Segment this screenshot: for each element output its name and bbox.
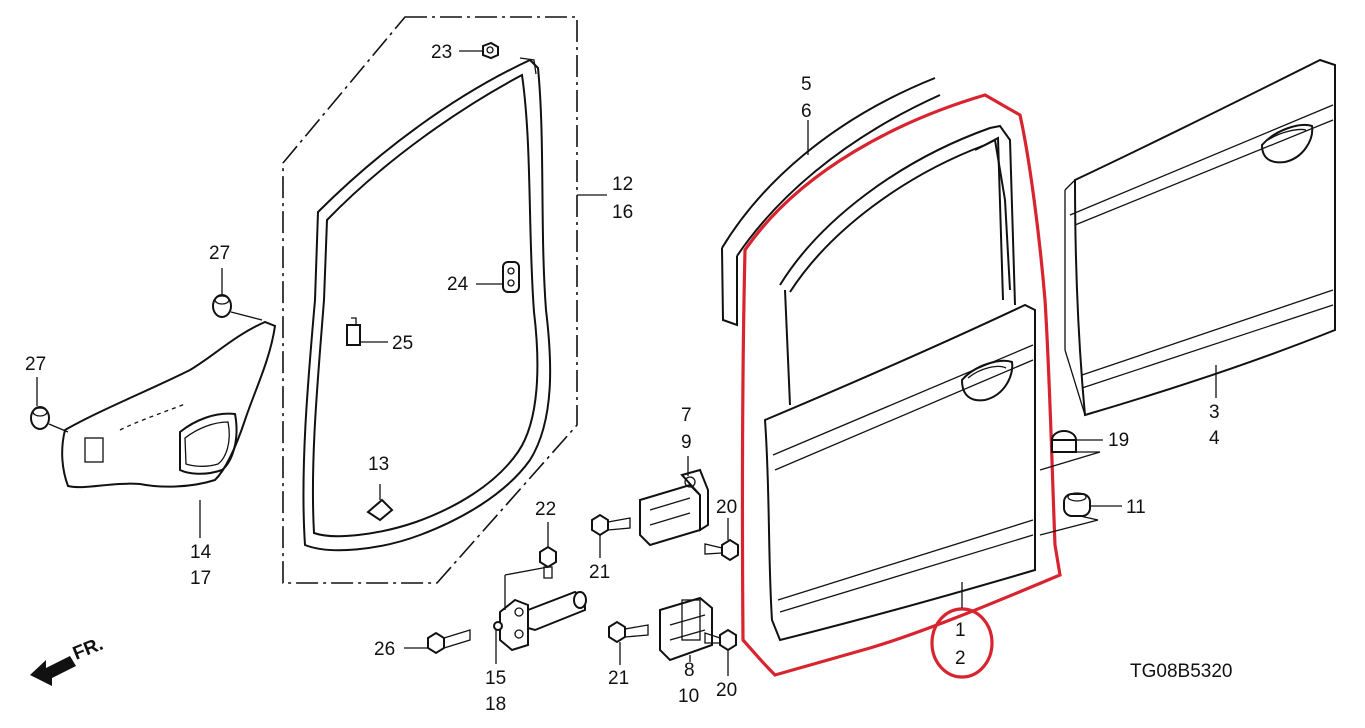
bolt-21-upper[interactable] <box>591 513 631 537</box>
part-number-20-lower: 20 <box>716 680 737 701</box>
part-number-2: 2 <box>955 648 966 669</box>
bolt-22[interactable] <box>539 545 557 579</box>
part-number-7: 7 <box>681 405 692 426</box>
lower-hinge[interactable] <box>659 596 713 662</box>
door-panel[interactable] <box>763 124 1036 642</box>
part-number-21-lower: 21 <box>608 668 629 689</box>
door-checker[interactable] <box>493 590 587 652</box>
part-number-highlight-circle <box>930 607 994 679</box>
part-number-18: 18 <box>485 694 506 715</box>
part-number-11: 11 <box>1126 497 1146 518</box>
upper-hinge[interactable] <box>639 468 709 547</box>
part-number-20-upper: 20 <box>716 497 737 518</box>
part-number-8: 8 <box>684 660 695 681</box>
part-number-14: 14 <box>190 542 212 563</box>
grommet-27-upper[interactable] <box>212 294 232 318</box>
part-number-21-upper: 21 <box>589 562 610 583</box>
part-number-27-lower: 27 <box>25 354 46 375</box>
part-number-4: 4 <box>1209 428 1220 449</box>
part-number-17: 17 <box>190 568 211 589</box>
part-number-13: 13 <box>368 454 389 475</box>
part-number-6: 6 <box>801 101 812 122</box>
bolt-20-lower[interactable] <box>704 628 737 652</box>
diagram-code: TG08B5320 <box>1130 661 1232 682</box>
part-number-9: 9 <box>681 432 692 453</box>
bolt-20-upper[interactable] <box>704 538 739 562</box>
front-direction-label: FR. <box>70 634 106 665</box>
grommet-27-lower[interactable] <box>30 406 50 430</box>
door-outer-skin[interactable] <box>1064 58 1336 417</box>
leader-11-b <box>1079 515 1099 521</box>
part-number-15: 15 <box>485 668 506 689</box>
front-direction-arrow: FR. <box>30 634 106 686</box>
bolt-26[interactable] <box>427 629 471 655</box>
clip-13[interactable] <box>366 484 394 522</box>
part-number-24: 24 <box>447 274 469 295</box>
part-number-27-upper: 27 <box>209 243 230 264</box>
door-insulator[interactable] <box>61 320 277 489</box>
part-number-12: 12 <box>612 174 633 195</box>
weatherstrip-group-boundary <box>282 16 578 584</box>
leader-11-a <box>1039 519 1099 536</box>
part-number-5: 5 <box>801 74 812 95</box>
part-number-26: 26 <box>374 639 395 660</box>
clip-24[interactable] <box>502 261 520 293</box>
leader-19-a <box>1039 451 1101 471</box>
door-weatherstrip[interactable] <box>302 57 552 552</box>
part-number-22: 22 <box>535 499 556 520</box>
sash-molding[interactable] <box>721 77 941 327</box>
plug-19[interactable] <box>1051 430 1077 453</box>
part-number-19: 19 <box>1108 430 1129 451</box>
part-number-16: 16 <box>612 202 633 223</box>
leader-27-lower-b <box>48 423 69 433</box>
part-number-25: 25 <box>392 333 413 354</box>
cushion-11[interactable] <box>1063 492 1091 517</box>
clip-25[interactable] <box>346 317 361 346</box>
part-number-10: 10 <box>678 686 699 707</box>
leader-22-b <box>504 566 549 576</box>
nut-23[interactable] <box>482 41 499 60</box>
part-number-3: 3 <box>1209 402 1220 423</box>
bolt-21-lower[interactable] <box>608 620 649 644</box>
part-number-1: 1 <box>955 620 966 641</box>
leader-27-upper-b <box>230 311 263 321</box>
part-number-23: 23 <box>431 42 452 63</box>
